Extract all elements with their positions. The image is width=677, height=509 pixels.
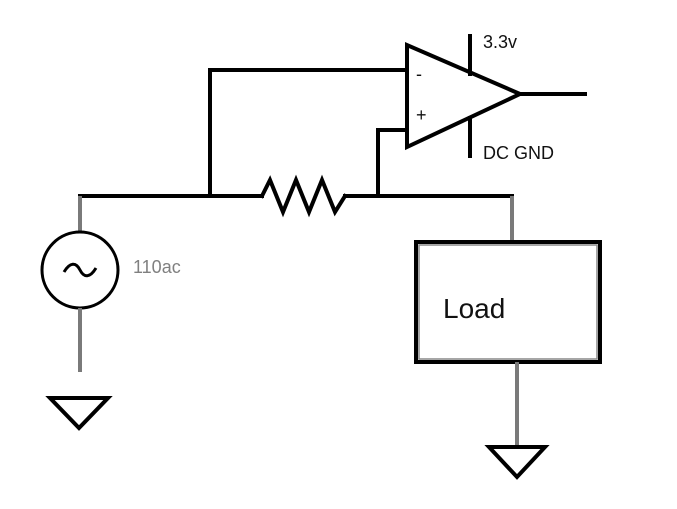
inverting-sign: - xyxy=(416,64,422,84)
load-label: Load xyxy=(443,293,505,324)
resistor xyxy=(259,174,348,218)
load-box xyxy=(414,240,602,364)
load-box-inner xyxy=(418,244,598,360)
supply-label: 3.3v xyxy=(483,32,517,52)
noninverting-wire xyxy=(376,128,409,198)
source-label: 110ac xyxy=(133,257,181,277)
ac-source-tilde-icon xyxy=(62,262,98,278)
load-ground-icon xyxy=(484,445,550,480)
opamp-triangle xyxy=(405,41,525,151)
dc-ground-label: DC GND xyxy=(483,143,554,163)
source-ground-icon xyxy=(45,396,113,431)
feedback-wire xyxy=(208,68,409,198)
noninverting-sign: + xyxy=(416,105,427,125)
